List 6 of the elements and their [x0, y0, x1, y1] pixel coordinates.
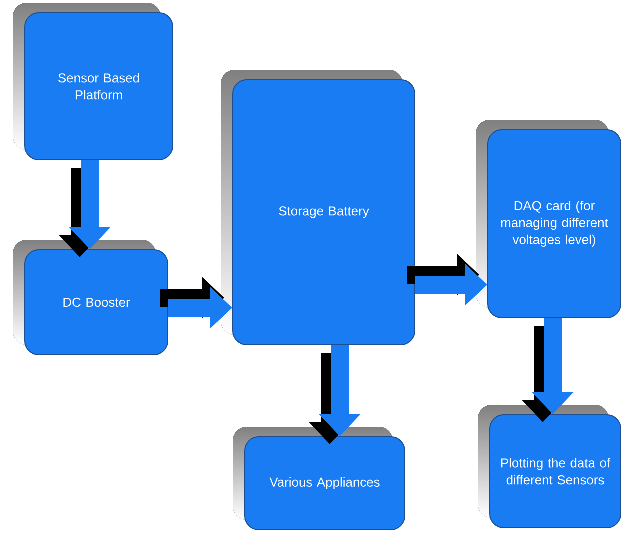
- process-box: DAQ card (for managing different voltages level): [476, 120, 621, 318]
- process-box: Storage Battery: [221, 70, 416, 346]
- process-box: DC Booster: [13, 240, 168, 356]
- process-box: Plotting the data of different Sensors: [478, 404, 621, 528]
- process-box: Various Appliances: [233, 426, 406, 530]
- process-box: Sensor Based Platform: [13, 3, 174, 160]
